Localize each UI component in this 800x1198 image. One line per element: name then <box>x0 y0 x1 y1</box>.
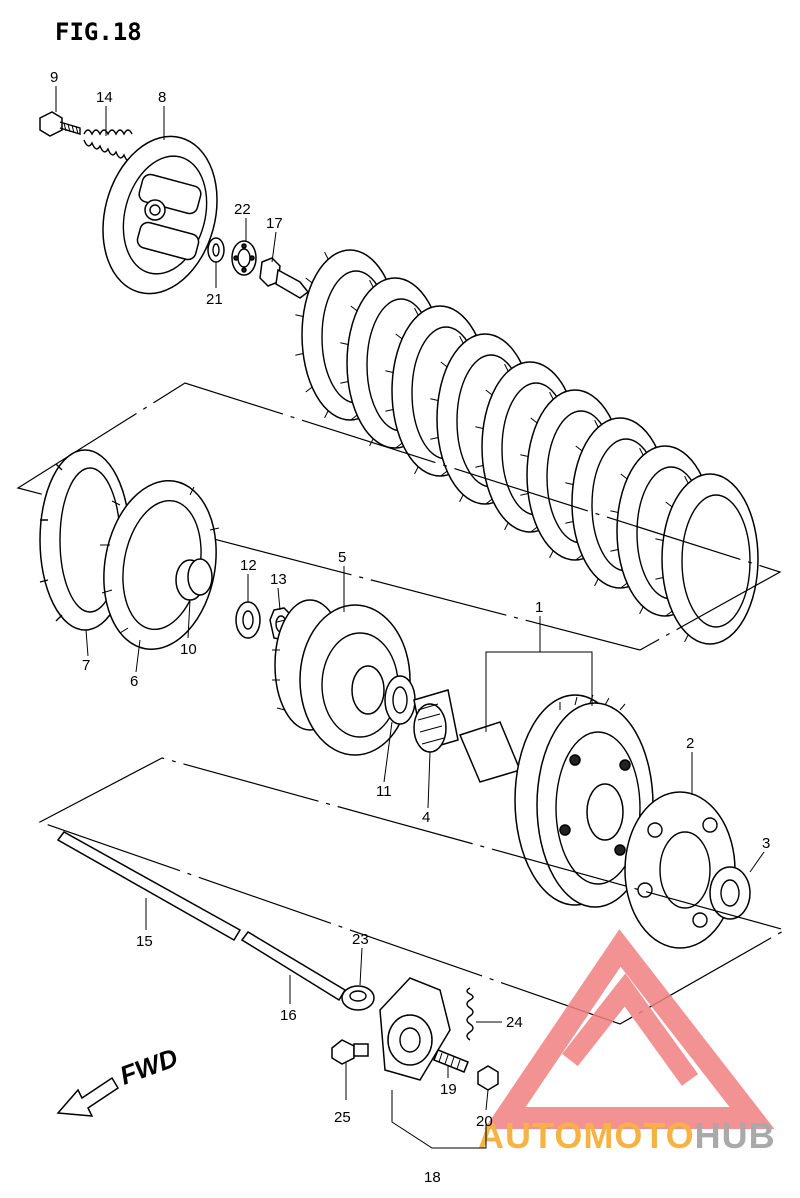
callout-15: 15 <box>136 933 153 950</box>
callout-3: 3 <box>762 835 770 852</box>
callout-9: 9 <box>50 69 58 86</box>
figure-title: FIG.18 <box>55 18 142 46</box>
callout-20: 20 <box>476 1113 493 1130</box>
part-washer-11 <box>384 675 416 725</box>
part-washer-21 <box>207 237 225 263</box>
callout-24: 24 <box>506 1014 523 1031</box>
part-pressure-plate-8 <box>102 135 218 295</box>
callout-22: 22 <box>234 201 251 218</box>
callout-14: 14 <box>96 89 113 106</box>
callout-6: 6 <box>130 673 138 690</box>
watermark: AUTOMOTOHUB <box>478 929 776 1156</box>
callout-5: 5 <box>338 549 346 566</box>
callout-25: 25 <box>334 1109 351 1126</box>
watermark-text: AUTOMOTOHUB <box>478 1115 776 1156</box>
callout-18: 18 <box>424 1169 441 1186</box>
callout-11: 11 <box>376 783 392 800</box>
part-spring-14 <box>83 129 133 162</box>
part-push-rod-16 <box>240 931 347 1002</box>
callout-19: 19 <box>440 1081 457 1098</box>
part-release-arm-18 <box>379 977 451 1081</box>
part-primary-driven-gear-1 <box>458 694 654 908</box>
forward-direction-indicator: FWD <box>56 1042 182 1117</box>
part-needle-bearing-4 <box>413 689 459 753</box>
part-spacer-10 <box>175 558 213 601</box>
gear-frame <box>38 757 787 1025</box>
part-washer-3 <box>709 866 751 920</box>
watermark-word-1: AUTOMOTO <box>478 1115 695 1156</box>
part-bolt-9 <box>39 111 81 137</box>
part-push-piece-17 <box>259 257 310 299</box>
part-push-rod-15 <box>56 831 242 942</box>
callout-2: 2 <box>686 735 694 752</box>
callout-13: 13 <box>270 571 287 588</box>
left-plates-group <box>39 449 220 651</box>
fwd-label: FWD <box>116 1042 182 1091</box>
clutch-plate-stack <box>16 249 782 651</box>
callout-7: 7 <box>82 657 90 674</box>
part-clutch-hub-5 <box>272 599 411 756</box>
callout-4: 4 <box>422 809 430 826</box>
part-nut-20 <box>477 1065 499 1091</box>
callout-10: 10 <box>180 641 197 658</box>
pressure-plate-assembly <box>39 111 310 299</box>
part-gear-2 <box>624 791 736 949</box>
part-spring-24 <box>466 987 474 1041</box>
watermark-logo-icon <box>484 929 775 1129</box>
part-washer-12 <box>235 601 261 639</box>
leader-lines <box>55 86 765 1149</box>
callout-17: 17 <box>266 215 283 232</box>
watermark-word-2: HUB <box>695 1115 776 1156</box>
callout-1: 1 <box>535 599 543 616</box>
part-oil-seal-23 <box>341 985 375 1011</box>
plates-frame <box>16 382 782 651</box>
callout-16: 16 <box>280 1007 297 1024</box>
fwd-arrow-icon <box>56 1076 120 1117</box>
callout-labels: 1 2 3 4 5 6 7 8 9 10 11 12 13 14 15 16 1… <box>50 69 770 1186</box>
clutch-plate <box>655 473 759 645</box>
callout-23: 23 <box>352 931 369 948</box>
callout-12: 12 <box>240 557 257 574</box>
part-bolt-25 <box>331 1039 369 1065</box>
part-plate-6 <box>100 479 220 651</box>
callout-21: 21 <box>206 291 223 308</box>
part-screw-19 <box>433 1049 469 1073</box>
part-bearing-22 <box>231 240 257 276</box>
callout-8: 8 <box>158 89 166 106</box>
